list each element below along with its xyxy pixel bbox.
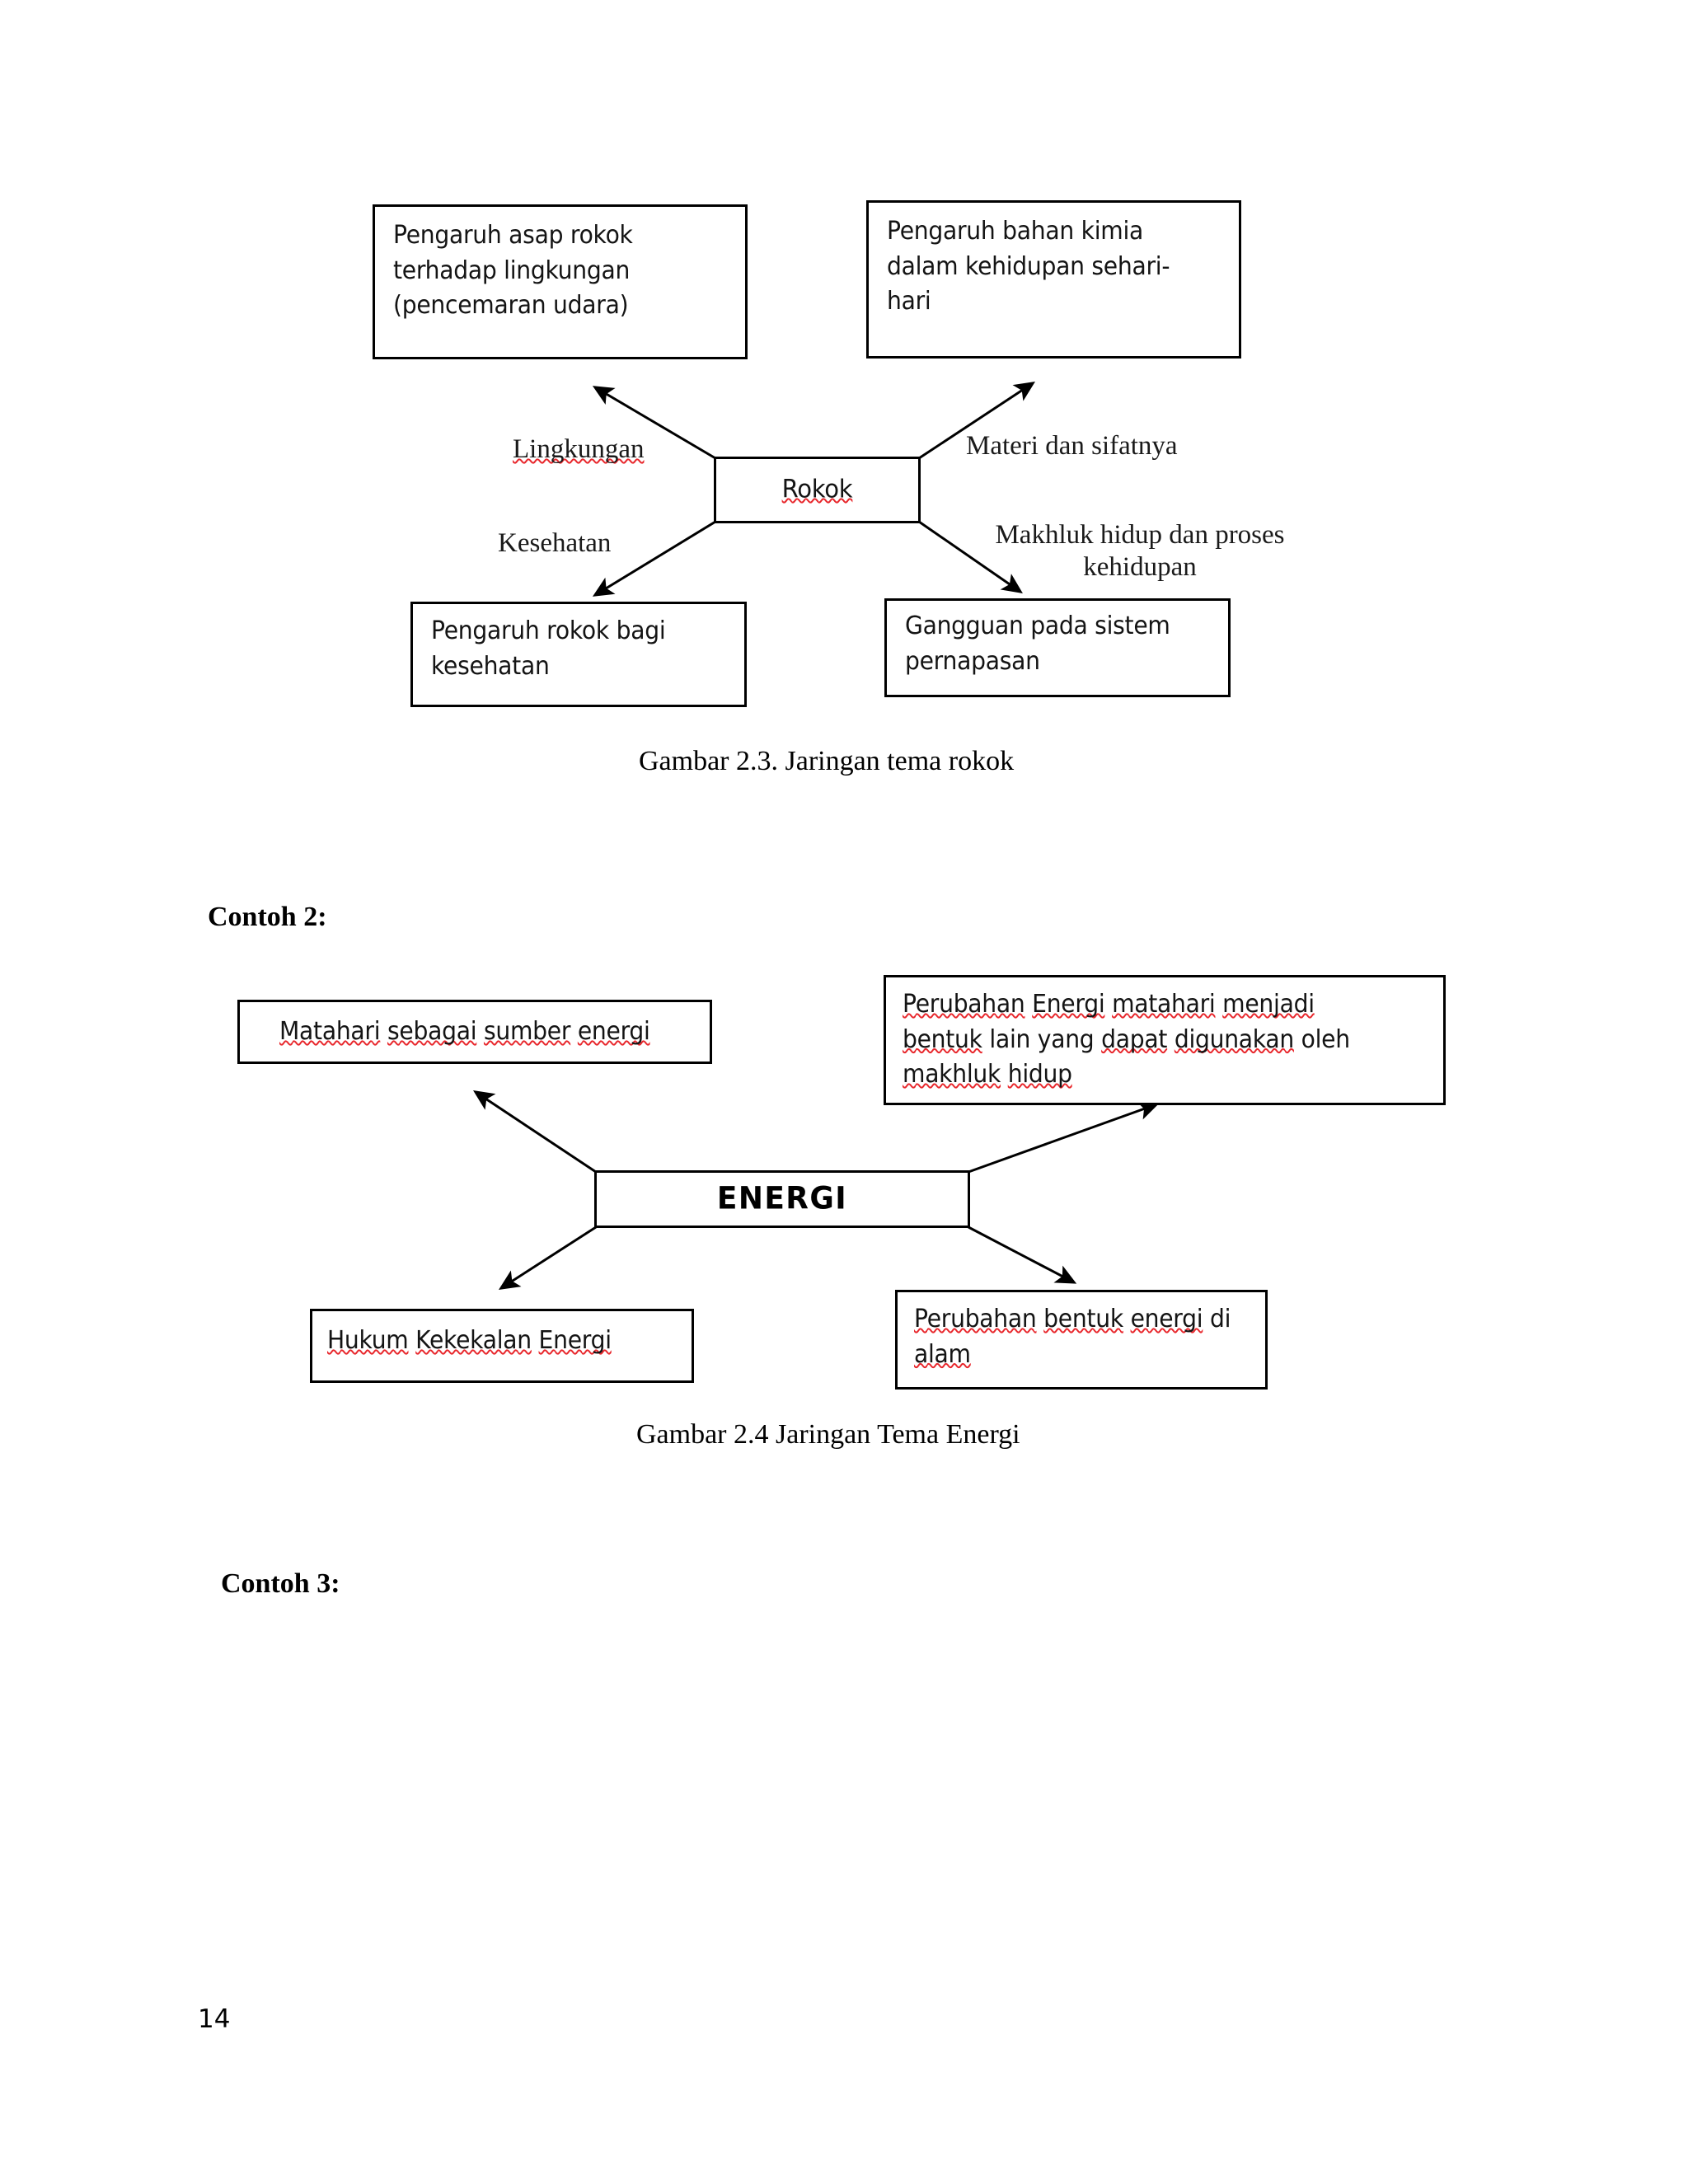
caption-figure-2-3: Gambar 2.3. Jaringan tema rokok [639,746,1015,776]
word: energi [1130,1305,1203,1333]
edge-label-kesehatan-text: Kesehatan [498,528,612,558]
edge-label-materi-dan-sifatnya: Materi dan sifatnya [966,430,1178,462]
node-energi-center-label: ENERGI [716,1180,848,1216]
node-matahari-sumber-energi-text: Matahari sebagai sumber energi [279,1015,676,1050]
word: Perubahan [903,990,1025,1019]
word: menjadi [1222,990,1315,1019]
node-perubahan-energi-matahari-text: Perubahan Energi matahari menjadi bentuk… [903,987,1400,1093]
word: dapat [1101,1024,1168,1054]
node-matahari-sumber-energi: Matahari sebagai sumber energi [237,1000,712,1064]
word: di [1209,1305,1231,1333]
word: makhluk [903,1060,1001,1090]
edge-label-lingkungan: Lingkungan [513,434,644,466]
word: sumber [483,1017,571,1046]
heading-contoh-3: Contoh 3: [221,1568,340,1599]
word: Hukum [327,1326,409,1355]
node-rokok-center-word: Rokok [781,475,853,504]
energi-connectors [473,1090,1160,1290]
node-hukum-kekekalan-energi: Hukum Kekekalan Energi [310,1309,694,1383]
node-rokok-center-label: Rokok [720,472,916,508]
word: Perubahan [914,1305,1037,1333]
node-rokok-center: Rokok [714,457,921,523]
heading-contoh-2: Contoh 2: [208,902,327,932]
word: digunakan [1174,1024,1294,1054]
node-hukum-kekekalan-energi-text: Hukum Kekekalan Energi [327,1324,662,1359]
edge-label-lingkungan-text: Lingkungan [513,434,645,464]
word: matahari [1112,990,1216,1019]
node-perubahan-bentuk-energi-alam: Perubahan bentuk energi di alam [895,1290,1268,1390]
edge-label-kesehatan: Kesehatan [498,527,611,560]
word: Energi [1032,990,1105,1019]
page-number: 14 [198,2004,231,2034]
rokok-connectors [592,382,1036,597]
word: Energi [538,1326,612,1355]
word: bentuk [1043,1305,1123,1333]
node-perubahan-energi-matahari: Perubahan Energi matahari menjadi bentuk… [884,975,1446,1105]
caption-figure-2-4: Gambar 2.4 Jaringan Tema Energi [636,1419,1020,1450]
edge-label-materi-dan-sifatnya-text: Materi dan sifatnya [966,431,1178,461]
word: Matahari [279,1017,381,1046]
edge-label-makhluk-hidup: Makhluk hidup dan proses kehidupan [959,519,1321,583]
word: hidup [1007,1060,1072,1090]
word: bentuk [903,1024,982,1054]
word: oleh [1301,1024,1350,1054]
node-energi-center: ENERGI [594,1170,970,1228]
figure-energi-diagram: Matahari sebagai sumber energi Perubahan… [237,975,1446,1390]
word: lain [989,1024,1031,1054]
word: Kekekalan [415,1326,532,1355]
word: sebagai [387,1017,477,1046]
word: alam [914,1339,971,1369]
word: yang [1037,1024,1095,1054]
node-perubahan-bentuk-energi-alam-text: Perubahan bentuk energi di alam [914,1302,1235,1372]
word: energi [577,1017,650,1046]
edge-label-makhluk-hidup-text: Makhluk hidup dan proses kehidupan [995,520,1285,582]
